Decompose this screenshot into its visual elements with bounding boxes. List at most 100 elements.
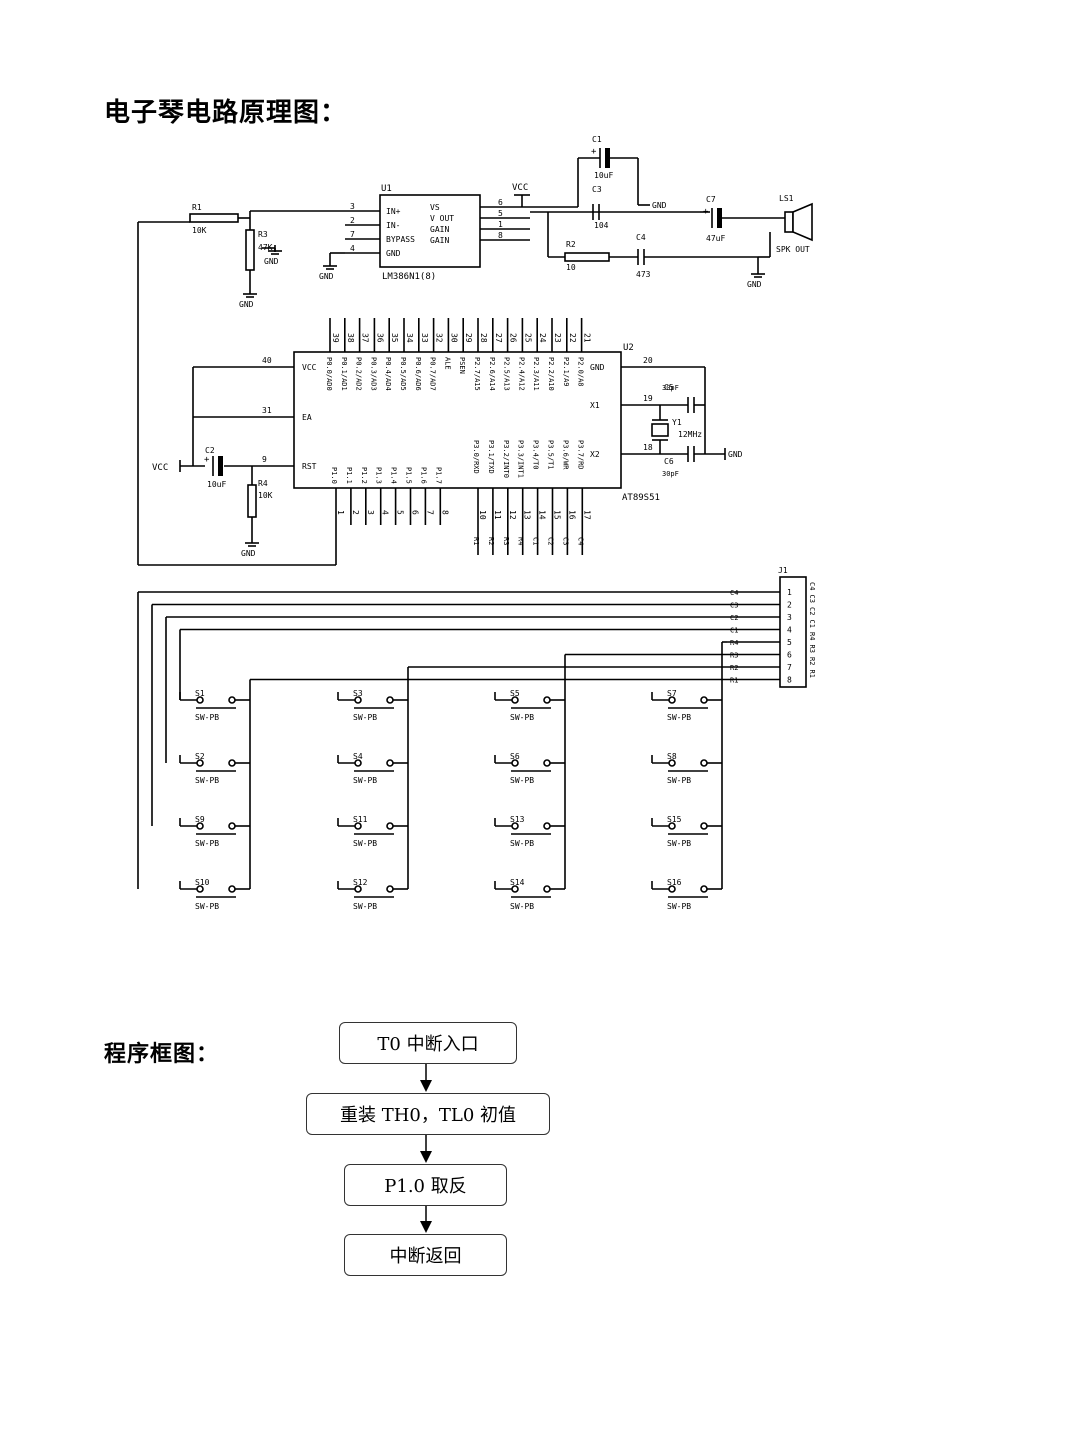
switch-part: S8: [667, 752, 677, 761]
c1-ref: C1: [592, 135, 602, 144]
c7-capacitor: [717, 208, 722, 228]
switch-part: SW-PB: [510, 713, 534, 722]
mcu-pin-name: P2.6/A14: [488, 357, 496, 391]
mcu-pin-name: P0.0/AD0: [325, 357, 333, 391]
gnd-label: GND: [264, 257, 279, 266]
flow-step-toggle: P1.0 取反: [344, 1164, 507, 1206]
mcu-pin-name: P2.5/A13: [503, 357, 511, 391]
c2-capacitor: [218, 456, 223, 476]
flow-arrow-3: [420, 1206, 432, 1233]
y1-ref: Y1: [672, 418, 682, 427]
switch-part: [543, 696, 551, 704]
mcu-pin-name: P3.2/INT0: [502, 440, 510, 478]
r3-ref: R3: [258, 230, 268, 239]
flow-step-entry: T0 中断入口: [339, 1022, 517, 1064]
mcu-pin-name: P0.7/AD7: [429, 357, 437, 391]
mcu-pin-name: P1.6: [419, 467, 427, 484]
mcu-pin-name: P2.7/A15: [473, 357, 481, 391]
amp-pin-name: GND: [386, 249, 401, 258]
amp-pin-name: IN+: [386, 207, 401, 216]
c1-capacitor: [605, 148, 610, 168]
switch-part: S5: [510, 689, 520, 698]
mcu-pin-number: 12: [508, 510, 517, 520]
switch-part: [386, 885, 394, 893]
switch-part: [228, 885, 236, 893]
switch-part: [543, 759, 551, 767]
mcu-pin-name: P1.3: [375, 467, 383, 484]
mcu-pin-number: 27: [494, 333, 503, 343]
connector-net-label: C4: [808, 582, 816, 590]
gnd-label: GND: [239, 300, 254, 309]
switch-part: S2: [195, 752, 205, 761]
mcu-pin-number: 23: [553, 333, 562, 343]
y1-crystal: [651, 423, 669, 437]
connector-pin-number: 6: [787, 651, 792, 660]
mcu-net-label: R2: [487, 537, 495, 545]
mcu-pin-number: 15: [553, 510, 562, 520]
mcu-pin-name: P0.1/AD1: [340, 357, 348, 391]
switch-part: S11: [353, 815, 368, 824]
c4-value: 473: [636, 270, 651, 279]
switch-part: SW-PB: [667, 839, 691, 848]
mcu-pin-name: P2.4/A12: [517, 357, 525, 391]
r3-pot: [245, 229, 255, 271]
mcu-pin-name: P3.0/RXD: [472, 440, 480, 474]
mcu-pin-number: 17: [582, 510, 591, 520]
connector-net-label: C2: [808, 607, 816, 615]
mcu-pin-number: 29: [464, 333, 473, 343]
mcu-pin-name: X1: [590, 401, 600, 410]
mcu-pin-name: P1.7: [434, 467, 442, 484]
switch-part: [700, 696, 708, 704]
gnd-label: GND: [241, 549, 256, 558]
mcu-pin-number: 36: [375, 333, 384, 343]
vcc-label: VCC: [512, 183, 528, 193]
mcu-net-label: R4: [517, 537, 525, 545]
mcu-pin-name: P0.5/AD5: [399, 357, 407, 391]
switch-part: [700, 822, 708, 830]
amp-pin-number: 7: [350, 230, 355, 239]
r4-ref: R4: [258, 479, 268, 488]
gnd-label: GND: [319, 272, 334, 281]
c5-ref: C5: [664, 383, 674, 392]
connector-j1: [779, 576, 807, 688]
mcu-net-label: C2: [547, 537, 555, 545]
mcu-pin-number: 9: [262, 455, 267, 464]
c4-ref: C4: [636, 233, 646, 242]
mcu-pin-name: P0.2/AD2: [355, 357, 363, 391]
switch-part: S16: [667, 878, 682, 887]
mcu-pin-number: 3: [366, 510, 375, 515]
gnd-label: GND: [747, 280, 762, 289]
switch-part: SW-PB: [353, 902, 377, 911]
connector-wire-label: C4: [730, 589, 738, 597]
connector-pin-number: 8: [787, 676, 792, 685]
mcu-pin-name: P3.5/T1: [547, 440, 555, 470]
mcu-pin-name: P3.1/TXD: [487, 440, 495, 474]
mcu-pin-number: 26: [509, 333, 518, 343]
mcu-pin-number: 20: [643, 356, 653, 365]
switch-part: SW-PB: [667, 776, 691, 785]
connector-wire-label: R2: [730, 664, 738, 672]
c3-ref: C3: [592, 185, 602, 194]
amp-pin-name: BYPASS: [386, 235, 415, 244]
switch-part: [228, 696, 236, 704]
mcu-pin-number: 14: [538, 510, 547, 520]
mcu-pin-number: 4: [381, 510, 390, 515]
mcu-pin-number: 8: [440, 510, 449, 515]
mcu-net-label: C1: [532, 537, 540, 545]
switch-part: S15: [667, 815, 682, 824]
mcu-pin-name: VCC: [302, 363, 317, 372]
mcu-pin-name: P2.1/A9: [562, 357, 570, 387]
r4-value: 10K: [258, 491, 273, 500]
switch-part: SW-PB: [353, 713, 377, 722]
connector-ref: J1: [778, 566, 788, 575]
switch-part: SW-PB: [195, 713, 219, 722]
c6-ref: C6: [664, 457, 674, 466]
connector-pin-number: 3: [787, 613, 792, 622]
